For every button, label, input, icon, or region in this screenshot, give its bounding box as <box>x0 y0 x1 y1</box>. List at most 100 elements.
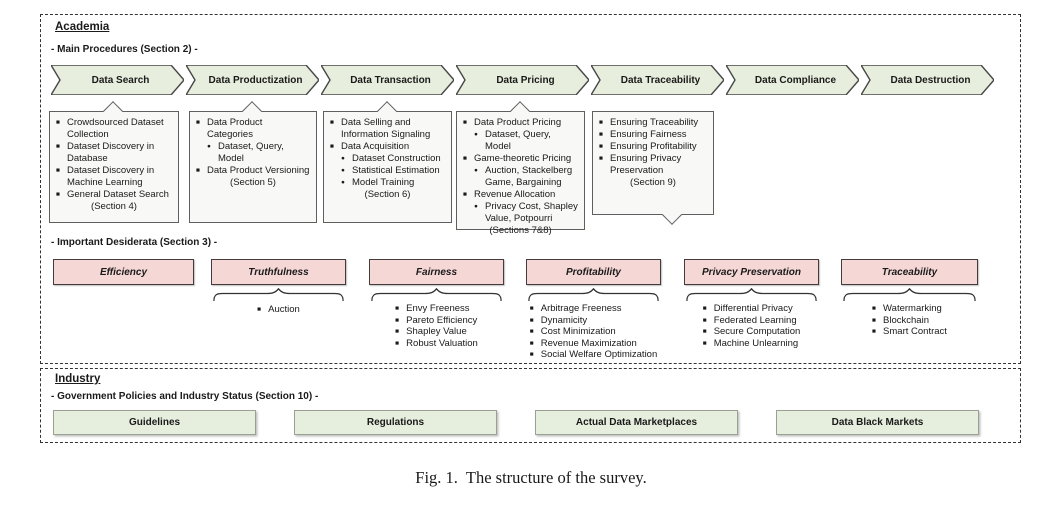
dot-bullet-icon: ● <box>341 155 345 162</box>
industry-box-actual-data-marketplaces: Actual Data Marketplaces <box>535 410 738 435</box>
desiderata-heading: - Important Desiderata (Section 3) - <box>51 237 218 248</box>
list-item-text: Dataset Discovery in Machine Learning <box>67 165 155 188</box>
list-item: (Sections 7&8) <box>463 225 578 237</box>
list-item-text: Watermarking <box>883 303 942 314</box>
list-item: ■Data Product Versioning <box>196 165 310 177</box>
academia-panel: Academia - Main Procedures (Section 2) -… <box>40 14 1021 364</box>
list-item: ■Smart Contract <box>872 326 947 338</box>
list-item-text: Shapley Value <box>406 326 467 337</box>
list-item: ■Data Selling and Information Signaling <box>330 117 445 141</box>
square-bullet-icon: ■ <box>599 119 603 126</box>
desiderata-list: ■Envy Freeness■Pareto Efficiency■ Shapley… <box>369 303 504 349</box>
dot-bullet-icon: ● <box>341 179 345 186</box>
chevron-banner-icon <box>861 65 994 95</box>
list-item: (Section 5) <box>196 177 310 189</box>
square-bullet-icon: ■ <box>56 119 60 126</box>
industry-box-data-black-markets: Data Black Markets <box>776 410 979 435</box>
desiderata-box: Profitability <box>526 259 661 285</box>
brace-icon <box>213 288 344 301</box>
list-item: ■ Federated Learning <box>703 315 801 327</box>
list-item: (Section 6) <box>330 189 445 201</box>
square-bullet-icon: ■ <box>56 143 60 150</box>
desiderata-list: ■Watermarking■Blockchain■Smart Contract <box>841 303 978 338</box>
list-item-text: Data Product Categories <box>207 117 263 140</box>
figure-caption: Fig. 1. The structure of the survey. <box>415 468 647 487</box>
list-item: ■Pareto Efficiency <box>395 315 478 327</box>
arrow-data-transaction: Data Transaction <box>321 65 454 95</box>
callout-data-search: ■Crowdsourced Dataset Collection■Dataset… <box>49 111 179 223</box>
square-bullet-icon: ■ <box>529 316 534 324</box>
list-item-text: Federated Learning <box>713 314 797 326</box>
desiderata-privacy-preservation: Privacy Preservation ■Differential Priva… <box>684 259 819 349</box>
list-item-text: Data Selling and Information Signaling <box>341 117 431 140</box>
square-bullet-icon: ■ <box>702 316 707 324</box>
list-item: ■Watermarking <box>872 303 947 315</box>
square-bullet-icon: ■ <box>599 155 603 162</box>
list-item: ■General Dataset Search <box>56 189 172 201</box>
list-item: ■Auction <box>257 304 300 316</box>
desiderata-truthfulness: Truthfulness ■Auction <box>211 259 346 316</box>
list-item-text: Dataset Discovery in Database <box>67 141 155 164</box>
arrow-label: Data Traceability <box>620 74 701 86</box>
arrow-label: Data Search <box>91 74 150 86</box>
industry-heading: - Government Policies and Industry Statu… <box>51 391 319 402</box>
list-item-text: Dataset Construction <box>352 153 441 164</box>
square-bullet-icon: ■ <box>330 143 334 150</box>
list-item: ■Cost Minimization <box>530 326 658 338</box>
industry-box-row: Guidelines Regulations Actual Data Marke… <box>53 410 979 435</box>
list-item: ■Envy Freeness <box>395 303 478 315</box>
list-item-text: Revenue Allocation <box>474 189 556 200</box>
list-item-text: Ensuring Fairness <box>610 129 687 140</box>
brace-icon <box>843 288 976 301</box>
list-item-text: Robust Valuation <box>406 337 478 349</box>
square-bullet-icon: ■ <box>529 351 534 358</box>
arrow-label: Data Pricing <box>496 74 555 86</box>
list-item-text: Data Product Versioning <box>207 165 310 176</box>
list-item-text: Ensuring Privacy Preservation <box>610 153 682 176</box>
desiderata-traceability: Traceability ■Watermarking■Blockchain■Sm… <box>841 259 978 338</box>
arrow-data-pricing: Data Pricing <box>456 65 589 95</box>
desiderata-box: Truthfulness <box>211 259 346 285</box>
chevron-banner-icon <box>456 65 589 95</box>
desiderata-profitability: Profitability ■ Arbitrage Freeness■Dynami… <box>526 259 661 361</box>
list-item-text: Revenue Maximization <box>540 337 637 349</box>
academia-title: Academia <box>55 21 110 33</box>
list-item-text: Auction, Stackelberg Game, Bargaining <box>485 165 573 188</box>
desiderata-fairness: Fairness ■Envy Freeness■Pareto Efficienc… <box>369 259 504 349</box>
square-bullet-icon: ■ <box>257 306 262 313</box>
square-bullet-icon: ■ <box>395 328 400 335</box>
square-bullet-icon: ■ <box>529 328 534 335</box>
industry-panel: Industry - Government Policies and Indus… <box>40 368 1021 443</box>
list-item-text: Secure Computation <box>713 326 801 337</box>
square-bullet-icon: ■ <box>56 167 60 174</box>
list-item: ■Data Acquisition <box>330 141 445 153</box>
list-item-text: Blockchain <box>883 314 929 326</box>
square-bullet-icon: ■ <box>702 328 707 335</box>
list-item-text: Arbitrage Freeness <box>540 303 622 314</box>
desiderata-list: ■Auction <box>211 303 346 316</box>
square-bullet-icon: ■ <box>529 339 534 347</box>
list-item: ■ Dataset Discovery in Database <box>56 141 172 165</box>
square-bullet-icon: ■ <box>702 339 707 347</box>
list-item: ■ Secure Computation <box>703 326 801 338</box>
list-item: ●Dataset, Query, Model <box>463 129 578 153</box>
list-item-text: Social Welfare Optimization <box>540 349 658 360</box>
square-bullet-icon: ■ <box>463 119 467 126</box>
callout-data-transaction: ■Data Selling and Information Signaling■… <box>323 111 452 223</box>
list-item: ■Dynamicity <box>530 315 658 327</box>
list-item: (Section 9) <box>599 177 707 189</box>
chevron-banner-icon <box>591 65 724 95</box>
dot-bullet-icon: ● <box>474 167 478 174</box>
list-item: ■ Ensuring Privacy Preservation <box>599 153 707 177</box>
square-bullet-icon: ■ <box>702 305 707 312</box>
list-item-text: (Section 9) <box>630 177 676 188</box>
list-item: ■Revenue Allocation <box>463 189 578 201</box>
square-bullet-icon: ■ <box>872 328 876 335</box>
list-item: ■Blockchain <box>872 315 947 327</box>
list-item: ●Model Training <box>330 177 445 189</box>
desiderata-box: Traceability <box>841 259 978 285</box>
list-item: ■Data Product Categories <box>196 117 310 141</box>
list-item-text: Game-theoretic Pricing <box>474 153 572 164</box>
square-bullet-icon: ■ <box>529 305 534 312</box>
